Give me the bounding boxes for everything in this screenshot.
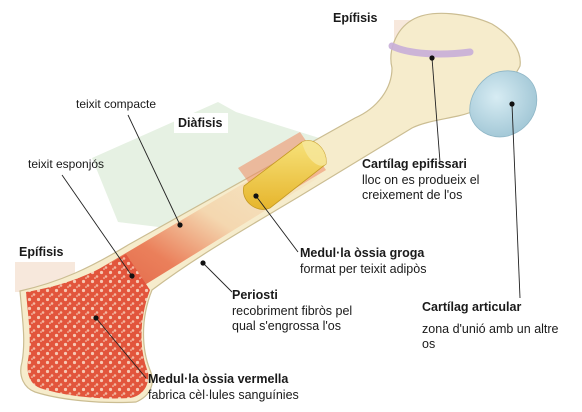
periosti-line2: qual s'engrossa l'os <box>232 319 352 335</box>
label-teixit-esponjos: teixit esponjós <box>28 157 104 172</box>
label-epifisis-top: Epífisis <box>333 11 377 27</box>
dot-esponjos <box>129 273 134 278</box>
cartilag-articular-title: Cartílag articular <box>422 300 559 316</box>
callout-medulla-vermella: Medul·la òssia vermella fabrica cèl·lule… <box>148 372 299 403</box>
cartilag-epifissari-line2: creixement de l'os <box>362 188 479 204</box>
medulla-groga-title: Medul·la òssia groga <box>300 246 426 262</box>
medulla-vermella-line1: fabrica cèl·lules sanguínies <box>148 388 299 404</box>
callout-medulla-groga: Medul·la òssia groga format per teixit a… <box>300 246 426 277</box>
dot-groga <box>253 193 258 198</box>
callout-periosti: Periosti recobriment fibròs pel qual s'e… <box>232 288 352 335</box>
callout-cartilag-epifissari: Cartílag epifissari lloc on es produeix … <box>362 157 479 204</box>
dot-epifissari <box>429 55 434 60</box>
line-periosti <box>203 263 232 292</box>
label-diafisis: Diàfisis <box>178 116 222 132</box>
periosti-line1: recobriment fibròs pel <box>232 304 352 320</box>
cartilag-epifissari-title: Cartílag epifissari <box>362 157 479 173</box>
callout-cartilag-articular: Cartílag articular zona d'unió amb un al… <box>422 300 559 353</box>
label-teixit-compacte: teixit compacte <box>76 97 156 112</box>
medulla-groga-line1: format per teixit adipòs <box>300 262 426 278</box>
label-epifisis-left: Epífisis <box>19 245 63 261</box>
cartilag-articular-line1: zona d'unió amb un altre <box>422 322 559 338</box>
dot-periosti <box>200 260 205 265</box>
dot-compacte <box>177 222 182 227</box>
medulla-vermella-title: Medul·la òssia vermella <box>148 372 299 388</box>
dot-vermella <box>93 315 98 320</box>
cartilag-epifissari-line1: lloc on es produeix el <box>362 173 479 189</box>
periosti-title: Periosti <box>232 288 352 304</box>
dot-articular <box>509 101 514 106</box>
cartilag-articular-line2: os <box>422 337 559 353</box>
